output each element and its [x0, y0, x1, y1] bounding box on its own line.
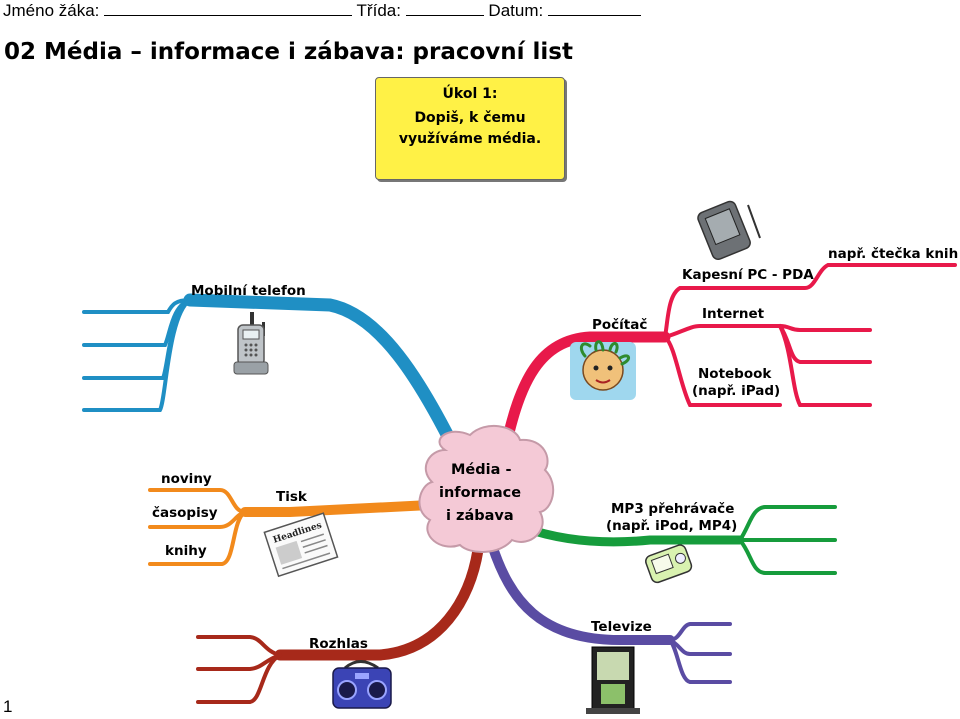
label-notebook-1: Notebook	[698, 366, 772, 382]
page-number: 1	[3, 697, 13, 716]
label-pda: Kapesní PC - PDA	[682, 267, 814, 283]
header-line: Jméno žáka: Třída: Datum:	[3, 0, 641, 21]
label-reader: např. čtečka knih	[828, 246, 959, 262]
label-newspapers: noviny	[161, 471, 212, 487]
center-label-line-1: Média -	[451, 462, 512, 478]
label-radio: Rozhlas	[309, 636, 368, 652]
task-text-line-2: využíváme média.	[398, 131, 542, 147]
label-tv: Televize	[591, 619, 652, 635]
cordless-phone-icon	[233, 312, 269, 375]
name-label: Jméno žáka:	[3, 1, 100, 20]
class-field[interactable]	[405, 0, 484, 16]
name-field[interactable]	[104, 0, 353, 16]
branch-radio	[196, 544, 484, 704]
center-cloud	[418, 424, 555, 553]
tv-icon	[586, 646, 640, 714]
label-mobile: Mobilní telefon	[191, 283, 306, 299]
branch-computer	[499, 263, 957, 456]
label-mp3-1: MP3 přehrávače	[611, 501, 735, 517]
branch-print	[148, 488, 435, 566]
mp3-player-icon	[645, 544, 693, 584]
page-title: 02 Média – informace i zábava: pracovní …	[4, 39, 573, 65]
label-books: knihy	[165, 543, 207, 559]
label-mp3-2: (např. iPod, MP4)	[606, 518, 738, 534]
label-magazines: časopisy	[152, 505, 218, 521]
task-text-line-1: Dopiš, k čemu	[414, 110, 526, 126]
label-notebook-2: (např. iPad)	[692, 383, 781, 399]
computer-face-icon	[570, 340, 636, 400]
task-heading: Úkol 1:	[442, 86, 498, 102]
label-internet: Internet	[702, 306, 765, 322]
branch-tv	[487, 540, 732, 684]
newspaper-icon: Headlines	[263, 512, 339, 578]
label-computer: Počítač	[592, 317, 648, 333]
branch-mobile	[82, 293, 462, 457]
class-label: Třída:	[356, 1, 401, 20]
center-label-line-3: i zábava	[446, 508, 514, 524]
center-label-line-2: informace	[439, 485, 522, 501]
boombox-icon	[332, 660, 392, 709]
date-label: Datum:	[488, 1, 544, 20]
label-print: Tisk	[276, 489, 307, 505]
task-box: Úkol 1: Dopiš, k čemu využíváme média.	[375, 77, 565, 180]
pda-icon	[697, 200, 761, 260]
date-field[interactable]	[547, 0, 641, 16]
